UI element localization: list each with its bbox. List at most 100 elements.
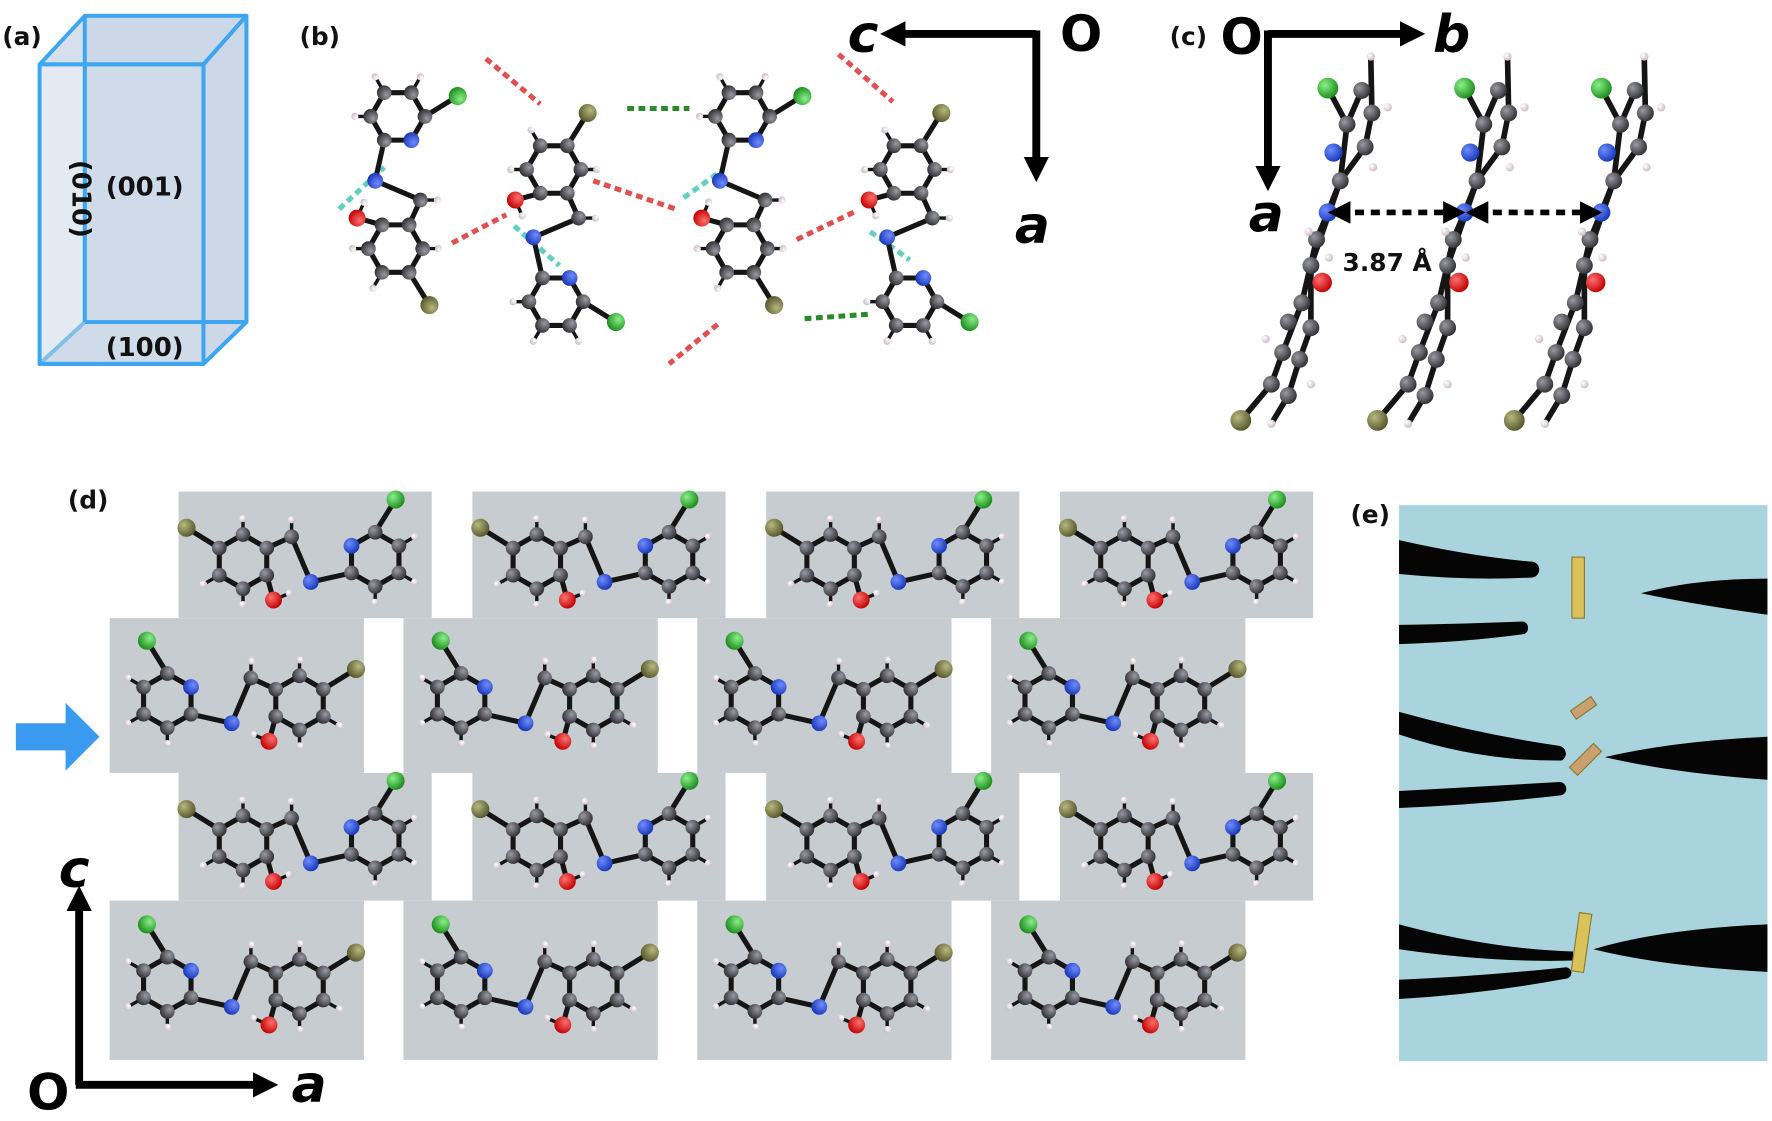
carbon-atom (367, 806, 383, 821)
carbon-atom (259, 849, 275, 864)
nitrogen-atom (1064, 962, 1081, 979)
hydrogen-atom (589, 939, 597, 948)
carbon-atom (1626, 81, 1644, 99)
hydrogen-atom (827, 515, 835, 523)
bond (523, 677, 548, 725)
hydrogen-atom (711, 1003, 719, 1011)
carbon-atom (292, 952, 307, 967)
bromine-atom (765, 800, 784, 819)
carbon-atom (1353, 81, 1371, 99)
nitrogen-atom (596, 855, 613, 872)
face-010-label: (010) (65, 160, 95, 238)
carbon-atom (1249, 524, 1264, 540)
carbon-atom (1439, 257, 1457, 275)
bromine-atom (1228, 659, 1247, 679)
carbon-atom (1468, 172, 1486, 190)
oxygen-atom (848, 1016, 866, 1034)
carbon-atom (532, 138, 548, 154)
carbon-atom (1338, 115, 1356, 133)
carbon-atom (268, 709, 284, 724)
hydrogen-atom (493, 580, 501, 588)
carbon-atom (871, 810, 887, 826)
hydrogen-atom (1253, 598, 1261, 606)
origin-label: O (27, 1064, 69, 1121)
bond (583, 817, 607, 865)
carbon-atom (1140, 822, 1156, 837)
hydrogen-atom (1167, 589, 1175, 597)
carbon-atom (723, 990, 739, 1006)
carbon-atom (757, 192, 773, 208)
carbon-atom (747, 720, 763, 736)
hydrogen-atom (1045, 1023, 1053, 1031)
molecule (1058, 490, 1300, 609)
carbon-atom (1273, 538, 1288, 554)
oxygen-atom (558, 872, 576, 890)
carbon-atom (685, 538, 701, 554)
chlorine-atom (793, 87, 812, 106)
carbon-atom (553, 822, 568, 837)
nitrogen-atom (476, 962, 493, 979)
carbon-atom (1173, 952, 1189, 967)
carbon-atom (746, 264, 762, 280)
carbon-atom (585, 952, 601, 967)
carbon-atom (955, 860, 971, 876)
carbon-atom (535, 318, 550, 333)
carbon-atom (831, 670, 846, 686)
carbon-atom (903, 965, 919, 981)
carbon-atom (1581, 231, 1599, 249)
carbon-atom (1017, 990, 1033, 1006)
carbon-atom (284, 810, 299, 826)
carbon-atom (1017, 679, 1033, 695)
molecule (348, 73, 467, 315)
carbon-atom (1197, 709, 1213, 724)
blue-arrow-icon (15, 702, 100, 771)
carbon-atom (721, 85, 737, 101)
hydrogen-atom (581, 797, 590, 805)
carbon-atom (1041, 720, 1057, 736)
hydrogen-atom (434, 244, 443, 253)
carbon-atom (1125, 954, 1140, 970)
hydrogen-atom (1580, 380, 1589, 389)
carbon-atom (585, 1006, 601, 1021)
hydrogen-atom (695, 112, 704, 121)
hydrogen-atom (417, 958, 426, 966)
hydrogen-atom (239, 796, 247, 804)
hydrogen-atom (837, 1014, 845, 1022)
oxygen-atom (554, 732, 572, 750)
carbon-atom (705, 241, 721, 256)
hydrogen-atom (834, 941, 843, 949)
carbon-atom (553, 849, 568, 864)
carbon-atom (430, 990, 445, 1006)
hydrogen-atom (863, 298, 871, 306)
nitrogen-atom (1105, 998, 1122, 1015)
hydrogen-atom (1045, 739, 1053, 748)
carbon-atom (430, 679, 445, 695)
carbon-atom (505, 822, 521, 837)
nitrogen-atom (637, 819, 654, 836)
hydrogen-atom (239, 600, 247, 609)
carbon-atom (391, 565, 407, 581)
hydrogen-atom (1292, 533, 1300, 541)
bond (876, 535, 901, 583)
carbon-atom (453, 666, 469, 681)
carbon-atom (1564, 350, 1582, 368)
carbon-atom (374, 217, 390, 233)
hydrogen-atom (1005, 719, 1013, 727)
carbon-atom (847, 849, 862, 864)
carbon-atom (1279, 313, 1297, 331)
carbon-atom (1363, 104, 1381, 122)
hydrogen-atom (1130, 1014, 1139, 1022)
carbon-atom (529, 527, 545, 542)
carbon-atom (1149, 992, 1165, 1008)
hydrogen-atom (1120, 796, 1129, 804)
carbon-atom (1117, 581, 1132, 597)
carbon-atom (1273, 819, 1288, 835)
hydrogen-atom (1657, 103, 1666, 112)
hydrogen-atom (827, 796, 835, 804)
carbon-atom (1262, 375, 1280, 393)
bond (1110, 960, 1135, 1008)
carbon-atom (1225, 846, 1241, 862)
carbon-atom (723, 963, 739, 979)
chlorine-atom (1019, 631, 1038, 650)
bond (1512, 89, 1638, 423)
